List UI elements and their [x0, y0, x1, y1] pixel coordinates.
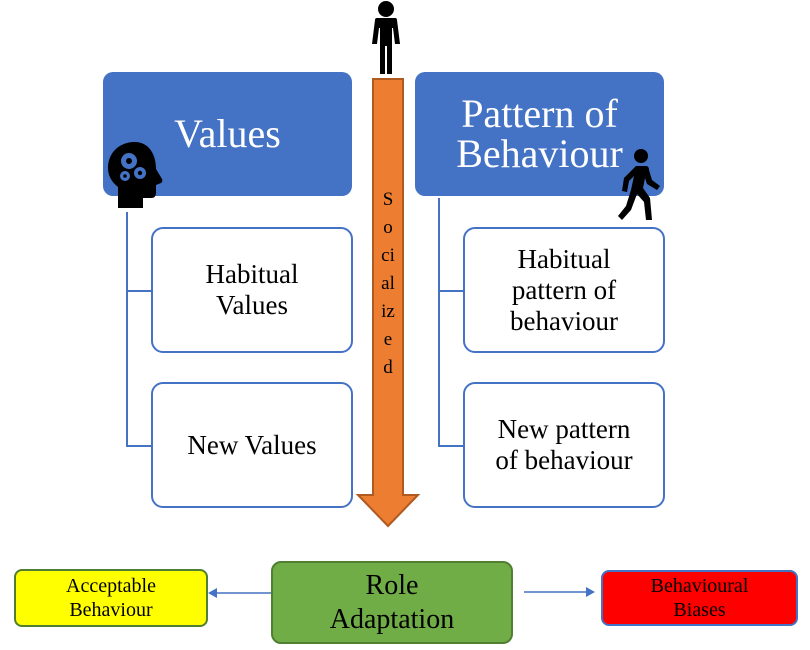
habitual-pattern-line3: behaviour [510, 305, 618, 336]
socialized-arrow [355, 78, 421, 528]
new-pattern-line2: of behaviour [495, 445, 633, 475]
pattern-header-line2: Behaviour [456, 131, 623, 176]
behavioural-biases-box: Behavioural Biases [601, 570, 798, 626]
left-connector-1 [126, 290, 152, 292]
pattern-header-line1: Pattern of [461, 91, 618, 136]
role-line2: Adaptation [329, 603, 455, 635]
new-pattern-box: New pattern of behaviour [463, 382, 665, 508]
acceptable-line1: Acceptable [66, 575, 156, 597]
habitual-pattern-line1: Habitual [517, 243, 611, 274]
socialized-label: Socialized [381, 189, 395, 378]
role-line1: Role [365, 569, 419, 601]
acceptable-behaviour-box: Acceptable Behaviour [14, 569, 208, 627]
right-connector-2 [438, 445, 464, 447]
walking-person-icon [618, 149, 660, 220]
new-pattern-line1: New pattern [497, 414, 631, 444]
left-arrow [208, 588, 271, 598]
values-header-label: Values [174, 111, 281, 156]
habitual-values-line2: Values [216, 290, 288, 320]
right-arrow [524, 587, 595, 597]
biases-line1: Behavioural [650, 575, 749, 597]
habitual-pattern-line2: pattern of [511, 274, 617, 305]
head-gears-icon [108, 142, 163, 208]
right-connector-1 [438, 290, 464, 292]
standing-person-icon [372, 1, 400, 74]
new-values-box: New Values [151, 382, 353, 508]
biases-line2: Biases [673, 599, 726, 621]
habitual-values-line1: Habitual [205, 259, 299, 289]
pattern-of-behaviour-header: Pattern of Behaviour [415, 72, 664, 196]
right-connector-vertical [438, 198, 440, 447]
habitual-pattern-box: Habitual pattern of behaviour [463, 227, 665, 353]
left-connector-2 [126, 445, 152, 447]
role-adaptation-box: Role Adaptation [271, 561, 513, 644]
acceptable-line2: Behaviour [69, 599, 153, 621]
habitual-values-box: Habitual Values [151, 227, 353, 353]
new-values-line1: New Values [187, 429, 317, 460]
left-connector-vertical [126, 212, 128, 447]
